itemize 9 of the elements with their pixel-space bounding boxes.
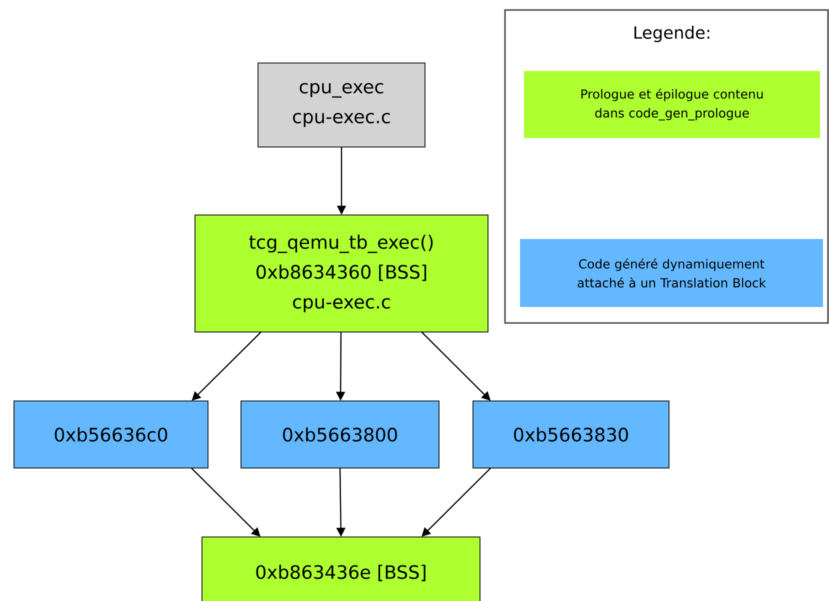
process-box: 0xb863436e [BSS] (202, 536, 480, 601)
process-box: 0xb5663800 (240, 400, 440, 468)
process-box: cpu_exec cpu-exec.c (258, 62, 426, 148)
legend-text: Code généré dynamiquement attaché à un Translation Block (578, 258, 766, 288)
legend-text: Prologue et épilogue contenu dans code_gen_prologue (581, 88, 763, 120)
process-box: 0xb56636c0 (14, 400, 208, 468)
process-box: 0xb5663830 (472, 400, 670, 468)
process-box: tcg_qemu_tb_exec() 0xb8634360 [BSS] cpu-exec.c (194, 214, 488, 332)
legend-title: Legende: (634, 26, 710, 42)
